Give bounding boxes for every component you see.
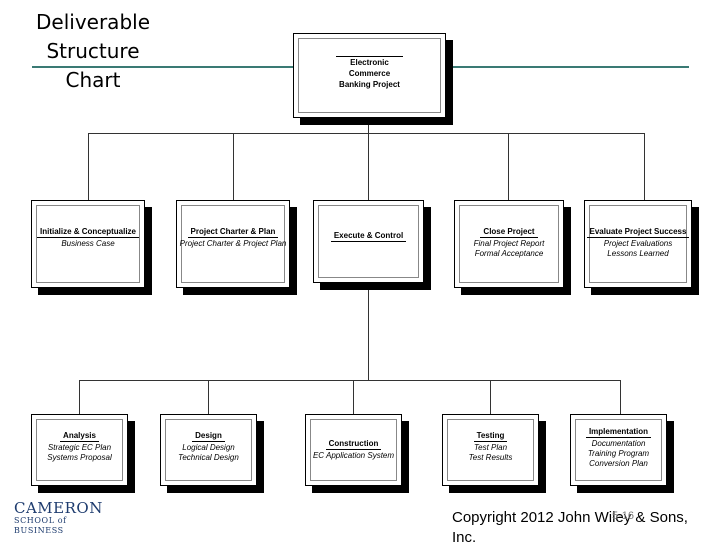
task-deliverable: EC Application System [312, 451, 395, 460]
connector-task-drop [620, 380, 621, 415]
task-title: Design [192, 431, 225, 442]
copyright-notice: Copyright 2012 John Wiley & Sons, Inc. [452, 509, 688, 546]
connector-execute-down [368, 282, 369, 380]
phase-node-charter: Project Charter & Plan Project Charter &… [176, 200, 290, 288]
connector-phase-bus [88, 133, 645, 134]
phase-title: Evaluate Project Success [586, 227, 690, 238]
root-label: Electronic [350, 58, 389, 67]
phase-title: Project Charter & Plan [187, 227, 279, 238]
slide-title: Deliverable Structure Chart [28, 8, 158, 95]
task-node-implementation: Implementation Documentation Training Pr… [570, 414, 667, 486]
title-line: Deliverable [36, 10, 150, 34]
connector-task-drop [490, 380, 491, 415]
task-deliverable: Systems Proposal [47, 453, 112, 462]
phase-deliverable: Business Case [61, 239, 115, 248]
connector-task-bus [79, 380, 620, 381]
phase-deliverable: Final Project Report [473, 239, 545, 248]
connector-task-drop [208, 380, 209, 415]
phase-node-initialize: Initialize & Conceptualize Business Case [31, 200, 145, 288]
phase-node-close: Close Project Final Project Report Forma… [454, 200, 564, 288]
phase-title: Initialize & Conceptualize [36, 227, 139, 238]
task-deliverable: Logical Design [182, 443, 235, 452]
task-title: Implementation [585, 427, 652, 438]
task-deliverable: Test Results [468, 453, 513, 462]
phase-title: Close Project [480, 227, 538, 238]
logo-line: SCHOOL of BUSINESS [14, 516, 67, 535]
task-node-design: Design Logical Design Technical Design [160, 414, 257, 486]
task-node-analysis: Analysis Strategic EC Plan Systems Propo… [31, 414, 128, 486]
phase-deliverable: Project Charter & Project Plan [179, 239, 287, 248]
phase-deliverable: Project Evaluations [603, 239, 673, 248]
school-logo: CAMERON SCHOOL of BUSINESS [14, 500, 104, 536]
connector-task-drop [79, 380, 80, 415]
task-deliverable: Test Plan [473, 443, 508, 452]
connector-phase-drop [508, 133, 509, 201]
phase-deliverable: Formal Acceptance [474, 249, 544, 258]
task-deliverable: Training Program [587, 449, 650, 458]
logo-line: CAMERON [14, 499, 103, 517]
connector-root-down [368, 117, 369, 134]
task-deliverable: Strategic EC Plan [47, 443, 112, 452]
page-number: 5-16 [612, 510, 635, 522]
connector-phase-drop [88, 133, 89, 201]
root-label: Banking Project [339, 80, 400, 89]
connector-phase-drop [368, 133, 369, 201]
task-node-testing: Testing Test Plan Test Results [442, 414, 539, 486]
task-title: Analysis [60, 431, 99, 442]
connector-phase-drop [233, 133, 234, 201]
task-deliverable: Documentation [591, 439, 646, 448]
phase-deliverable: Lessons Learned [607, 249, 669, 258]
task-node-construction: Construction EC Application System [305, 414, 402, 486]
root-node: Electronic Commerce Banking Project [293, 33, 446, 118]
task-deliverable: Conversion Plan [589, 459, 648, 468]
title-line: Chart [65, 68, 121, 92]
task-deliverable: Technical Design [178, 453, 239, 462]
connector-phase-drop [644, 133, 645, 201]
phase-node-evaluate: Evaluate Project Success Project Evaluat… [584, 200, 692, 288]
phase-title: Execute & Control [330, 231, 407, 242]
task-title: Construction [325, 439, 382, 450]
title-line: Structure [46, 39, 140, 63]
phase-node-execute: Execute & Control [313, 200, 424, 283]
root-label: Commerce [348, 69, 391, 78]
connector-task-drop [353, 380, 354, 415]
task-title: Testing [473, 431, 508, 442]
